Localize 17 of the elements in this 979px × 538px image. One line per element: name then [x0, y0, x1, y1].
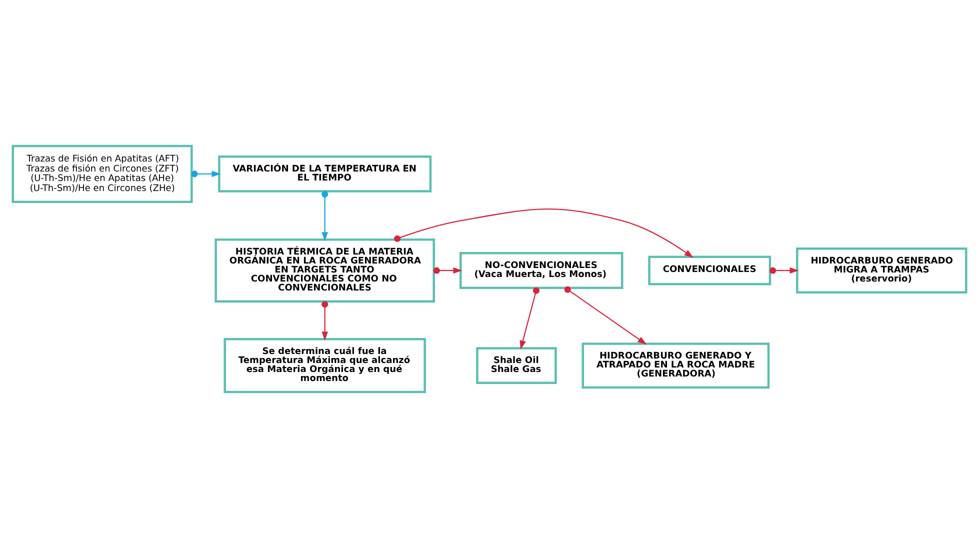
node-box: HISTORIA TÉRMICA DE LA MATERIA ORGÁNICA EN LA ROCA GENERADORA EN TARGETS TANTO CONVENCIONALES COMO NO CONVENCIONALES: [214, 238, 435, 303]
arrow: [564, 286, 647, 345]
node-box: Shale Oil Shale Gas: [476, 347, 557, 384]
node-box: Se determina cuál fue la Temperatura Máxima que alcanzó esa Materia Orgánica y en qué momento: [224, 338, 426, 394]
node-box: HIDROCARBURO GENERADO Y ATRAPADO EN LA ROCA MADRE (GENERADORA): [582, 342, 770, 389]
arrow: [433, 267, 462, 274]
node-box: HIDROCARBURO GENERADO MIGRA A TRAMPAS (reservorio): [796, 248, 968, 294]
arrow: [191, 170, 221, 178]
node-box: Trazas de Fisión en Apatitas (AFT) Trazas de fisión en Circones (ZFT) (U-Th-Sm)/He en Apatitas (AHe) (U-Th-Sm)/He en Circones (ZHe): [12, 144, 193, 203]
node-box: VARIACIÓN DE LA TEMPERATURA EN EL TIEMPO: [218, 155, 432, 192]
arrow: [322, 190, 328, 242]
arrow: [770, 267, 799, 274]
arrow: [520, 287, 540, 350]
arrow: [322, 301, 328, 341]
node-box: NO-CONVENCIONALES (Vaca Muerta, Los Monos): [460, 252, 624, 289]
node-box: CONVENCIONALES: [648, 256, 772, 286]
arrow: [394, 208, 694, 258]
